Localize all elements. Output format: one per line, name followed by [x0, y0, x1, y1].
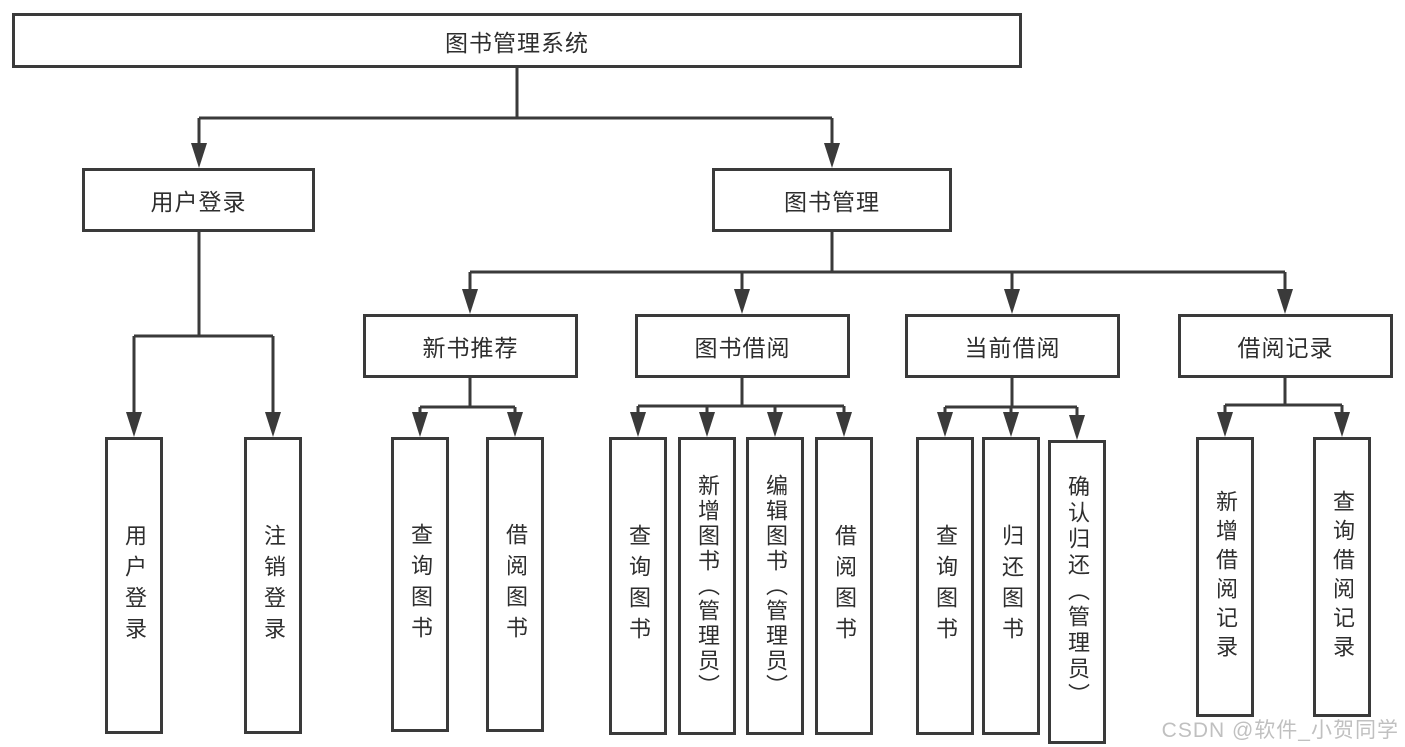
- node-borrow-books-recommend: 借阅图书: [486, 437, 544, 732]
- node-user-login-leaf: 用户登录: [105, 437, 163, 734]
- node-add-borrow-record: 新增借阅记录: [1196, 437, 1254, 717]
- connector-user-login-children: [126, 232, 281, 437]
- node-label: 新书推荐: [422, 335, 519, 361]
- node-user-login: 用户登录: [82, 168, 315, 232]
- node-label: 查询图书: [408, 522, 433, 647]
- node-label: 查询图书: [933, 524, 958, 648]
- arrow-down-icon: [734, 289, 750, 314]
- node-query-borrow-record: 查询借阅记录: [1313, 437, 1371, 717]
- node-label: 新增图书（管理员）: [695, 473, 720, 699]
- node-query-books-borrowing: 查询图书: [609, 437, 667, 735]
- node-borrowing-records: 借阅记录: [1178, 314, 1393, 378]
- node-label: 注销登录: [261, 523, 286, 648]
- arrow-down-icon: [191, 143, 207, 168]
- node-label: 新增借阅记录: [1213, 490, 1238, 664]
- arrow-down-icon: [1004, 289, 1020, 314]
- node-label: 借阅图书: [832, 524, 857, 648]
- arrow-down-icon: [767, 412, 783, 437]
- arrow-down-icon: [507, 412, 523, 437]
- node-label: 查询图书: [626, 524, 651, 648]
- connector-new-book-recommendation-children: [412, 378, 523, 437]
- node-add-books-admin: 新增图书（管理员）: [678, 437, 736, 735]
- node-book-borrowing: 图书借阅: [635, 314, 850, 378]
- node-label: 图书管理系统: [445, 29, 589, 56]
- node-label: 图书管理: [784, 189, 880, 215]
- node-return-books: 归还图书: [982, 437, 1040, 735]
- node-query-books-current: 查询图书: [916, 437, 974, 735]
- node-label: 确认归还（管理员）: [1065, 475, 1090, 709]
- arrow-down-icon: [824, 143, 840, 168]
- node-edit-books-admin: 编辑图书（管理员）: [746, 437, 804, 735]
- connector-borrowing-records-children: [1217, 378, 1350, 437]
- arrow-down-icon: [699, 412, 715, 437]
- node-logout: 注销登录: [244, 437, 302, 734]
- connector-book-borrowing-children: [630, 378, 852, 437]
- connector-book-management-children: [462, 232, 1293, 314]
- arrow-down-icon: [265, 412, 281, 437]
- node-new-book-recommendation: 新书推荐: [363, 314, 578, 378]
- node-book-management: 图书管理: [712, 168, 952, 232]
- node-label: 编辑图书（管理员）: [763, 473, 788, 699]
- arrow-down-icon: [1334, 412, 1350, 437]
- arrow-down-icon: [1069, 415, 1085, 440]
- arrow-down-icon: [126, 412, 142, 437]
- watermark: CSDN @软件_小贺同学: [1161, 719, 1399, 742]
- arrow-down-icon: [836, 412, 852, 437]
- arrow-down-icon: [462, 289, 478, 314]
- node-label: 当前借阅: [964, 335, 1061, 361]
- node-label: 借阅图书: [503, 522, 528, 647]
- node-label: 图书借阅: [694, 335, 791, 361]
- node-current-borrowing: 当前借阅: [905, 314, 1120, 378]
- arrow-down-icon: [630, 412, 646, 437]
- node-label: 借阅记录: [1237, 335, 1334, 361]
- node-library-management-system: 图书管理系统: [12, 13, 1022, 68]
- arrow-down-icon: [412, 412, 428, 437]
- arrow-down-icon: [937, 412, 953, 437]
- connector-current-borrowing-children: [937, 378, 1085, 440]
- node-borrow-books-leaf: 借阅图书: [815, 437, 873, 735]
- arrow-down-icon: [1277, 289, 1293, 314]
- arrow-down-icon: [1003, 412, 1019, 437]
- node-query-books-recommend: 查询图书: [391, 437, 449, 732]
- node-label: 归还图书: [999, 524, 1024, 648]
- connector-root-to-level2: [191, 68, 840, 168]
- arrow-down-icon: [1217, 412, 1233, 437]
- node-confirm-return-admin: 确认归还（管理员）: [1048, 440, 1106, 744]
- node-label: 用户登录: [150, 189, 247, 215]
- node-label: 用户登录: [122, 523, 147, 648]
- node-label: 查询借阅记录: [1330, 490, 1355, 664]
